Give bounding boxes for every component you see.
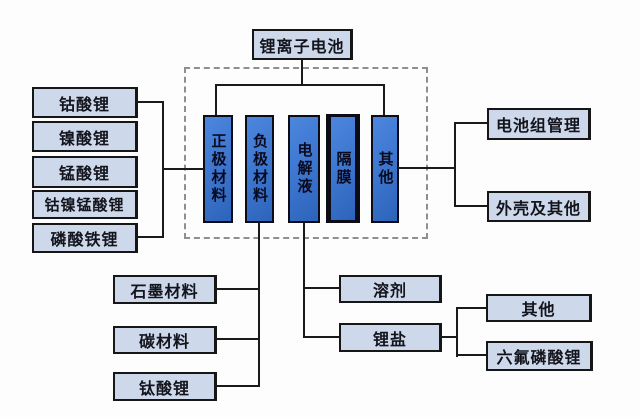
node-lithium-cobalt-oxide: 钴酸锂 [32, 87, 138, 118]
connector-electrolyte-vertical [303, 222, 305, 338]
connector-bus-to-other [383, 84, 385, 116]
connector-lco-stub [137, 101, 164, 103]
connector-root-drop [301, 59, 303, 86]
node-solvent: 溶剂 [339, 275, 442, 303]
node-lithium-titanate: 钛酸锂 [113, 372, 217, 401]
node-carbon-materials: 碳材料 [113, 326, 217, 354]
node-graphite-materials: 石墨材料 [113, 275, 217, 304]
connector-top-bus [215, 84, 385, 86]
connector-carbon-stub [217, 338, 260, 340]
connector-salt-vertical [456, 307, 458, 357]
node-anode-material: 负极材料 [245, 115, 274, 223]
node-cobalt-nickel-manganese-oxide: 钴镍锰酸锂 [32, 190, 138, 219]
connector-graphite-stub [217, 288, 260, 290]
node-separator: 隔膜 [326, 114, 360, 223]
node-lithium-ion-battery: 锂离子电池 [252, 29, 353, 60]
node-cathode-material: 正极材料 [203, 115, 233, 223]
node-lithium-salt: 锂盐 [339, 323, 442, 352]
node-lithium-manganese-oxide: 锰酸锂 [32, 156, 138, 188]
dashed-group-box [184, 67, 428, 239]
node-casing-and-others: 外壳及其他 [487, 191, 591, 222]
node-lithium-nickel-oxide: 镍酸锂 [32, 121, 138, 152]
node-lithium-hexafluorophosphate: 六氟磷酸锂 [486, 341, 593, 371]
node-lithium-iron-phosphate: 磷酸铁锂 [32, 223, 138, 253]
connector-left-to-cathode [162, 168, 204, 170]
connector-anode-vertical [258, 222, 260, 387]
connector-to-casing [454, 205, 488, 207]
node-other-component: 其他 [371, 115, 399, 223]
node-other-salt: 其他 [486, 294, 592, 322]
connector-right-vertical [454, 122, 456, 207]
connector-lithium-salt-stub [303, 336, 340, 338]
node-battery-pack-management: 电池组管理 [487, 108, 591, 140]
connector-lto-stub [217, 385, 260, 387]
connector-bus-to-cathode [215, 84, 217, 116]
connector-to-other-salt [456, 307, 487, 309]
connector-salt-out [441, 336, 458, 338]
connector-to-pack-management [454, 122, 488, 124]
connector-to-lipf6 [456, 354, 487, 356]
connector-other-out [398, 167, 456, 169]
connector-solvent-stub [303, 287, 340, 289]
connector-lfp-stub [137, 236, 164, 238]
node-electrolyte: 电解液 [288, 115, 320, 223]
